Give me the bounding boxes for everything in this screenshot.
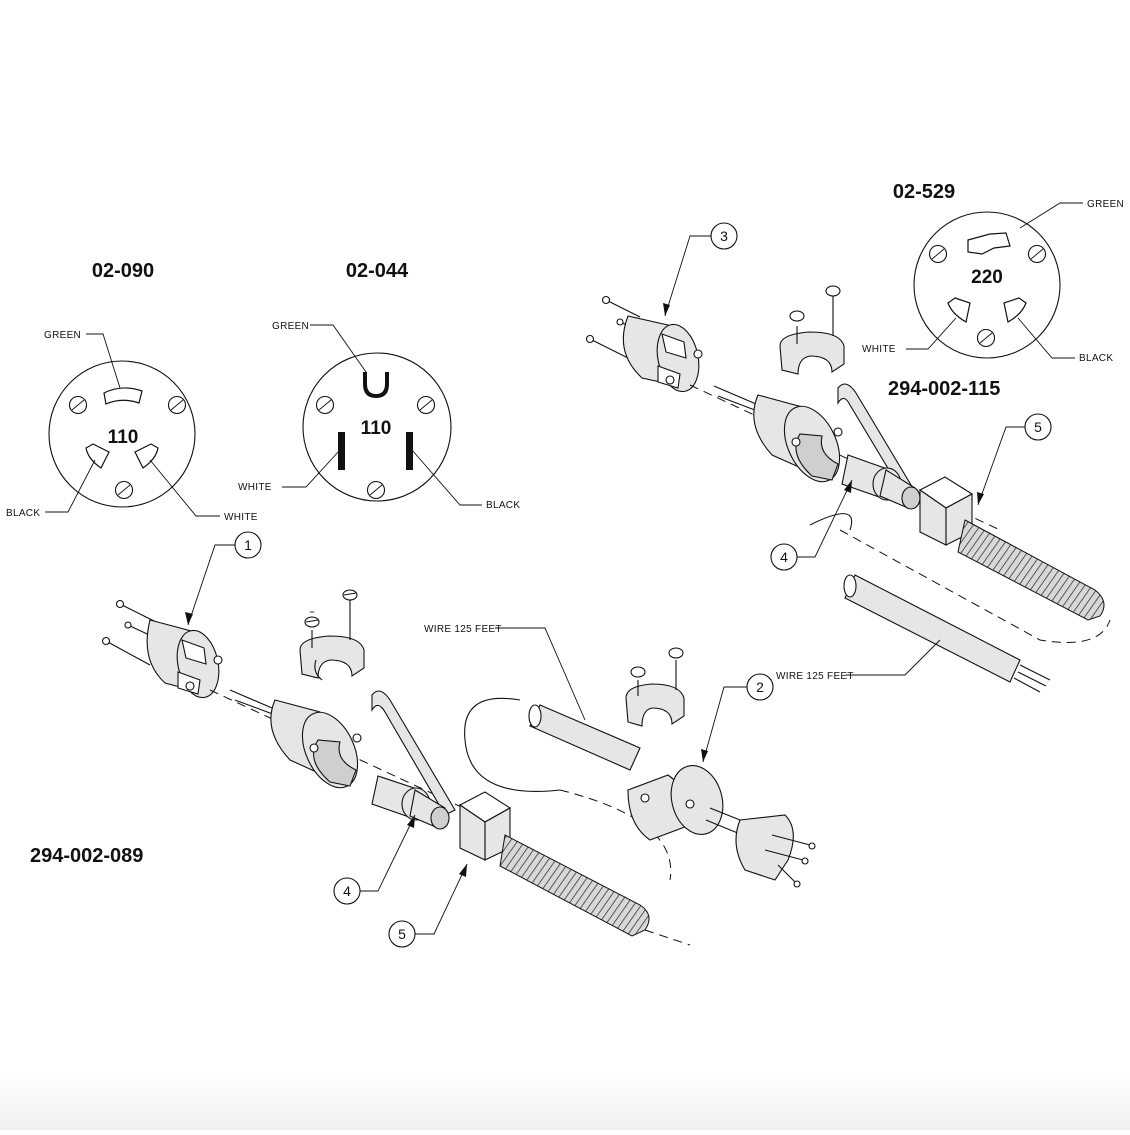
voltage-rating: 110 — [108, 427, 139, 448]
wire-tube — [529, 704, 641, 771]
housing — [270, 699, 362, 789]
hot-slot — [85, 443, 110, 469]
callout-4: 4 — [770, 479, 853, 571]
wire-label-black: BLACK — [6, 508, 40, 519]
svg-text:4: 4 — [343, 883, 351, 899]
inner-wires — [713, 385, 761, 413]
cable-clamp — [779, 285, 845, 375]
wire-label-white: WHITE — [862, 344, 896, 355]
housing — [753, 394, 843, 483]
cord-grip — [841, 454, 921, 510]
wire-label-white: WHITE — [224, 512, 258, 523]
wire-length-label: WIRE 125 FEET — [424, 624, 502, 635]
assembly-294-002-115: 294-002-115 — [585, 222, 1111, 693]
hot-slot — [947, 297, 971, 323]
voltage-rating: 220 — [971, 267, 1003, 288]
callout-5: 5 — [977, 413, 1052, 506]
cable-clamp — [625, 647, 685, 727]
coiled-cord — [957, 519, 1105, 621]
ground-slot — [967, 232, 1011, 255]
plug-body — [627, 765, 816, 888]
wire-length-label: WIRE 125 FEET — [776, 671, 854, 682]
bottom-shadow — [0, 1070, 1130, 1130]
callout-2: 2 — [701, 673, 774, 763]
assembly-part-number: 294-002-115 — [888, 378, 1000, 400]
coiled-cord — [499, 834, 650, 937]
wire-loop — [464, 697, 561, 792]
wire-tube — [844, 574, 1021, 683]
connector-block — [918, 476, 974, 546]
blade-slot — [406, 432, 413, 470]
svg-text:4: 4 — [780, 549, 788, 565]
assembly-part-number: 294-002-089 — [30, 845, 143, 867]
neutral-slot — [134, 443, 159, 469]
wire-label-black: BLACK — [486, 500, 520, 511]
callout-1: 1 — [185, 531, 262, 626]
receptacle-02-090: 02-090 110 GREEN BLACK WHITE — [6, 260, 258, 523]
receptacle-02-529: 02-529 220 GREEN WHITE BLACK — [862, 181, 1124, 364]
assembly-294-002-089: 294-002-089 — [30, 531, 816, 948]
receptacle-part-number: 02-529 — [893, 181, 955, 203]
svg-text:2: 2 — [756, 679, 764, 695]
svg-text:5: 5 — [1034, 419, 1042, 435]
receptacle-body — [146, 619, 223, 699]
receptacle-body — [622, 315, 703, 393]
wire-label-green: GREEN — [1087, 199, 1124, 210]
receptacle-face — [913, 211, 1061, 359]
wire-loop — [809, 513, 853, 531]
receptacle-part-number: 02-044 — [346, 260, 409, 282]
blade-slot — [338, 432, 345, 470]
cord-grip — [371, 775, 450, 830]
connector-block — [458, 791, 512, 861]
svg-text:1: 1 — [244, 537, 252, 553]
svg-text:3: 3 — [720, 228, 728, 244]
wire-label-black: BLACK — [1079, 353, 1113, 364]
wire-label-white: WHITE — [238, 482, 272, 493]
receptacle-02-044: 02-044 110 GREEN WHITE BLACK — [238, 260, 520, 511]
neutral-slot — [1003, 297, 1027, 323]
ground-slot — [103, 387, 143, 405]
callout-3: 3 — [663, 222, 738, 317]
svg-text:5: 5 — [398, 926, 406, 942]
wire-label-green: GREEN — [44, 330, 81, 341]
callout-4: 4 — [333, 814, 416, 905]
voltage-rating: 110 — [361, 418, 392, 439]
wire-label-green: GREEN — [272, 321, 309, 332]
cable-clamp — [299, 589, 365, 681]
receptacle-part-number: 02-090 — [92, 260, 154, 282]
callout-5: 5 — [388, 863, 468, 948]
